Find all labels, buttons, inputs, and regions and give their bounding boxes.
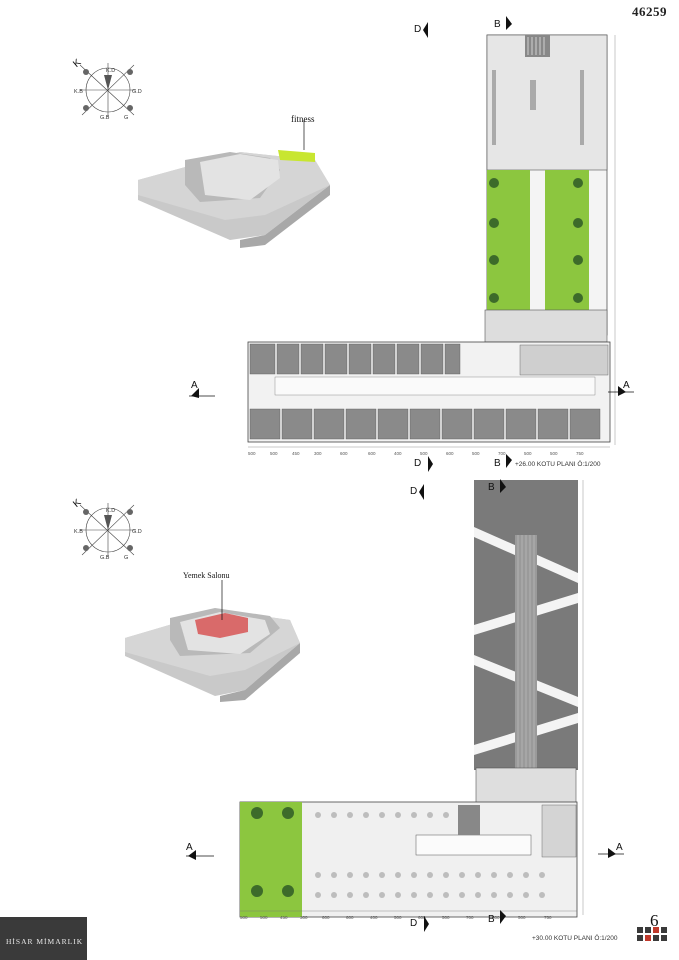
fitness-leader-line [303, 120, 305, 150]
dim: 500 [240, 915, 248, 920]
office-logo: HİSAR MİMARLIK [0, 917, 87, 960]
dim: 600 [340, 451, 348, 456]
page-number: 6 [650, 911, 659, 930]
section-mark-d-bottom-lower: D [410, 916, 429, 932]
svg-text:B: B [488, 914, 495, 925]
dining-hall-label: Yemek Salonu [183, 571, 230, 580]
svg-text:D: D [410, 486, 417, 497]
section-mark-a-right-lower: A [598, 842, 624, 858]
massing-model-upper [138, 150, 330, 248]
dim: 500 [518, 915, 526, 920]
dimension-row-lower: 500 500 450 300 600 600 400 500 600 500 … [240, 915, 552, 920]
compass-label-kb: K.B [74, 529, 83, 535]
compass-label-gd: G.D [132, 89, 142, 95]
floor-plan-upper: 500 500 450 300 600 600 400 500 600 500 … [247, 34, 616, 456]
svg-text:A: A [623, 380, 630, 391]
section-mark-d-top-upper: D [414, 22, 428, 38]
section-mark-a-left-upper: A [189, 380, 215, 398]
section-mark-a-left-lower: A [186, 842, 214, 860]
massing-model-lower [125, 608, 300, 702]
compass-label-g: G [124, 555, 128, 561]
dim: 700 [466, 915, 474, 920]
dim: 600 [418, 915, 426, 920]
compass-rose-upper: K K.D G.D G G.B K.B [71, 57, 142, 121]
compass-label-kd: K.D [106, 508, 115, 514]
dim: 500 [492, 915, 500, 920]
dim: 500 [270, 451, 278, 456]
svg-text:B: B [488, 482, 495, 493]
dim: 500 [550, 451, 558, 456]
svg-text:D: D [414, 458, 421, 469]
terrace-green [240, 802, 302, 917]
section-mark-b-bottom-upper: B [494, 454, 512, 469]
compass-label-gb: G.B [100, 115, 110, 121]
dim: 750 [544, 915, 552, 920]
color-swatch-grid [637, 927, 667, 941]
compass-label-kd: K.D [106, 68, 115, 74]
compass-north-label: K [71, 497, 83, 510]
section-mark-a-right-upper: A [608, 380, 634, 396]
dim: 500 [248, 451, 256, 456]
section-mark-b-top-upper: B [494, 16, 512, 30]
dimension-row-upper: 500 500 450 300 600 600 400 500 600 500 … [248, 451, 584, 456]
dim: 500 [472, 451, 480, 456]
compass-label-kb: K.B [74, 89, 83, 95]
plan-title-lower: +30.00 KOTU PLANI Ö:1/200 [532, 935, 618, 942]
compass-rose-lower: K K.D G.D G G.B K.B [71, 497, 142, 561]
dim: 500 [442, 915, 450, 920]
dim: 600 [322, 915, 330, 920]
plan-title-upper: +26.00 KOTU PLANI Ö:1/200 [515, 461, 601, 468]
green-court-right [545, 170, 589, 310]
dim: 500 [524, 451, 532, 456]
svg-text:D: D [414, 24, 421, 35]
svg-text:A: A [191, 380, 198, 391]
green-court-left [487, 170, 530, 310]
svg-text:A: A [616, 842, 623, 853]
dim: 300 [314, 451, 322, 456]
dining-hall-volume [195, 613, 248, 638]
dim: 600 [446, 451, 454, 456]
dim: 600 [368, 451, 376, 456]
section-mark-d-top-lower: D [410, 484, 424, 500]
section-mark-d-bottom-upper: D [414, 456, 433, 472]
compass-label-gb: G.B [100, 555, 110, 561]
sheet-number: 46259 [632, 4, 667, 19]
svg-text:B: B [494, 458, 501, 469]
svg-text:B: B [494, 19, 501, 30]
dim: 400 [394, 451, 402, 456]
dim: 500 [394, 915, 402, 920]
fitness-label: fitness [291, 114, 315, 124]
dim: 450 [280, 915, 288, 920]
dim: 400 [370, 915, 378, 920]
svg-text:D: D [410, 918, 417, 929]
dim: 300 [300, 915, 308, 920]
fitness-volume [278, 150, 315, 162]
dining-leader-line [221, 580, 223, 620]
dim: 600 [346, 915, 354, 920]
office-logo-text: HİSAR MİMARLIK [6, 937, 84, 946]
dim: 500 [420, 451, 428, 456]
floor-plan-lower: 500 500 450 300 600 600 400 500 600 500 … [239, 480, 584, 920]
section-mark-b-bottom-lower: B [488, 910, 506, 925]
dim: 700 [498, 451, 506, 456]
svg-text:A: A [186, 842, 193, 853]
compass-label-gd: G.D [132, 529, 142, 535]
dim: 750 [576, 451, 584, 456]
compass-north-label: K [71, 57, 83, 70]
compass-label-g: G [124, 115, 128, 121]
dim: 500 [260, 915, 268, 920]
dim: 450 [292, 451, 300, 456]
section-mark-b-top-lower: B [488, 479, 506, 493]
